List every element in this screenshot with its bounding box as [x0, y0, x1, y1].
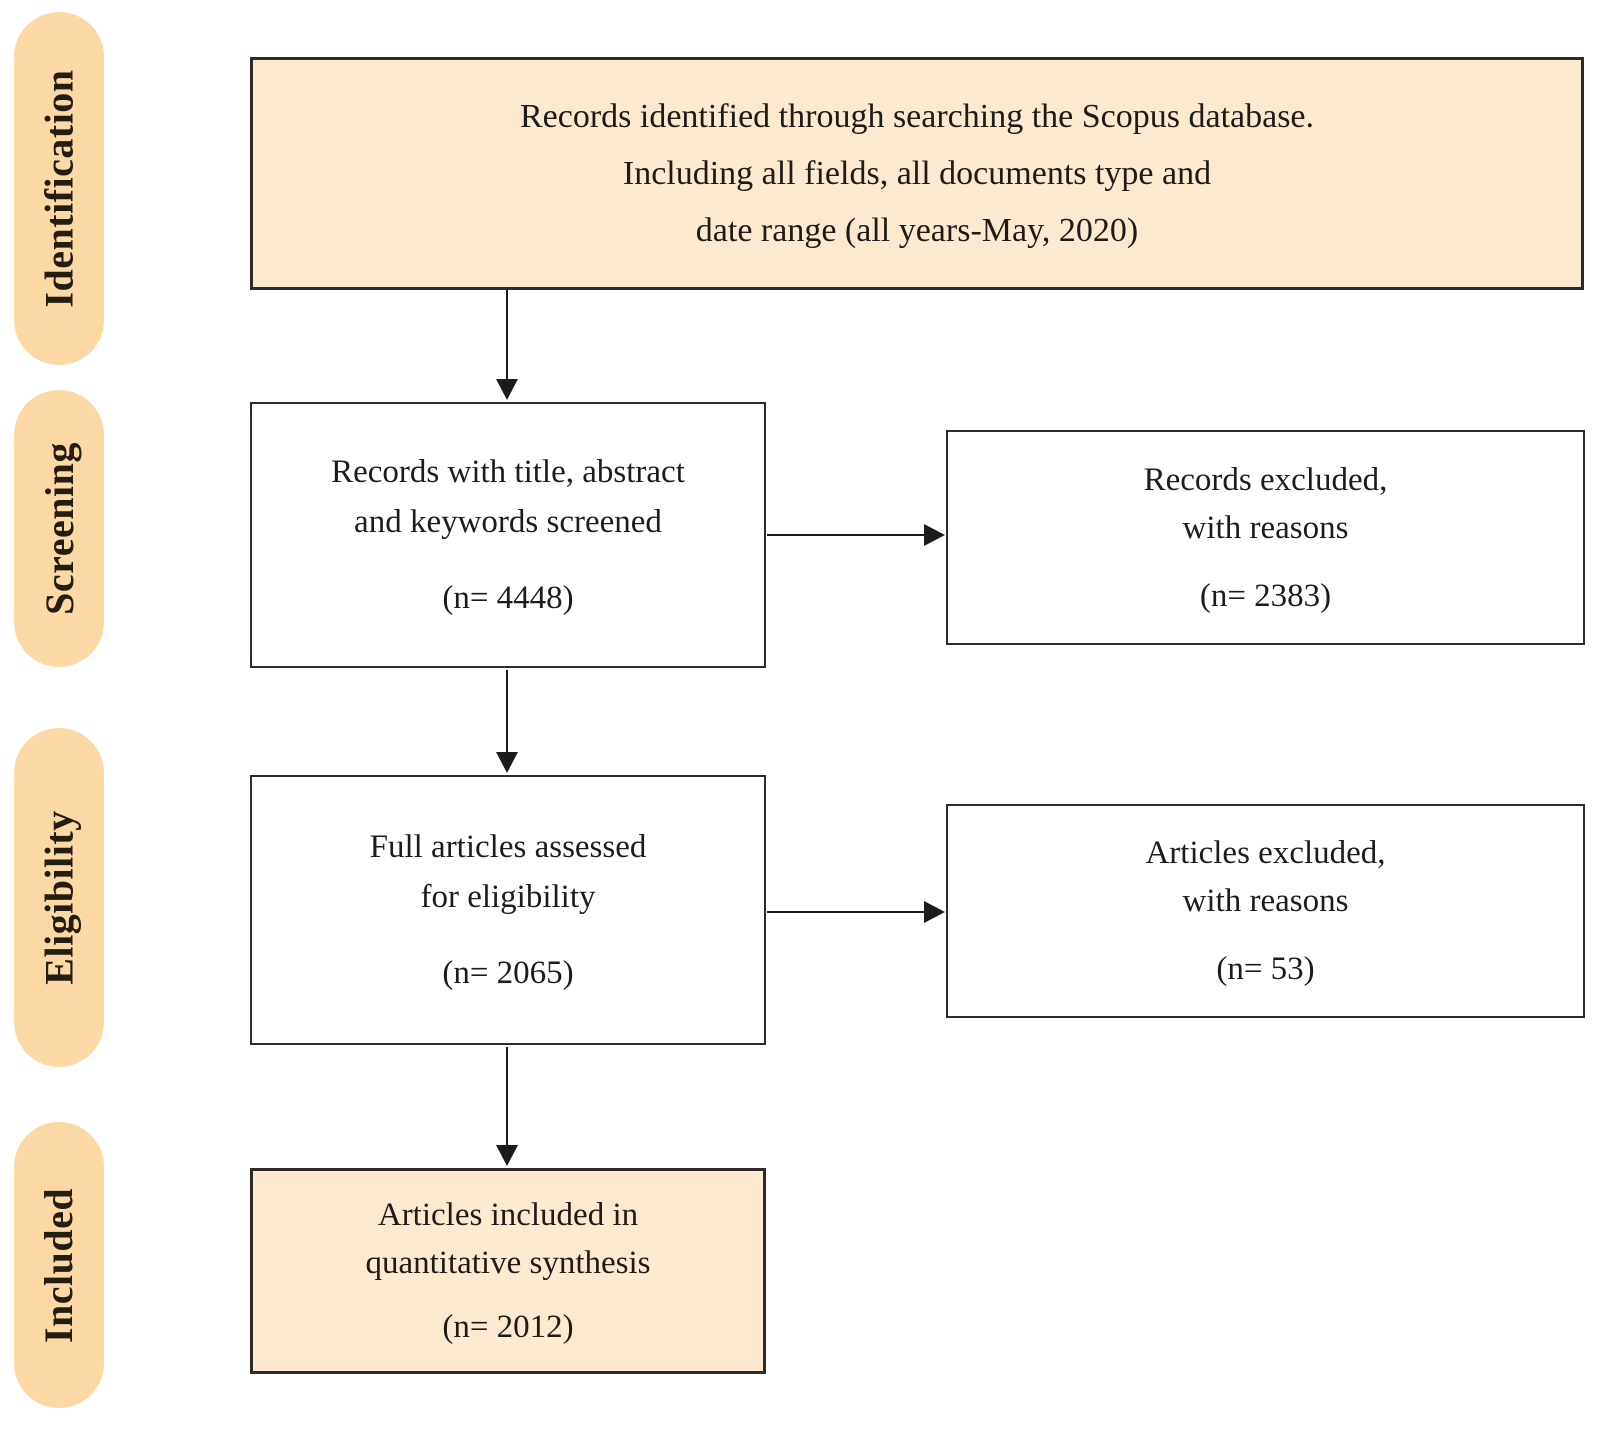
- records-excluded-line: with reasons: [1182, 509, 1349, 546]
- full-articles-assessed-box: Full articles assessed for eligibility (…: [250, 775, 766, 1045]
- stage-label-screening: Screening: [36, 442, 82, 615]
- assessed-to-included-arrow: [496, 1047, 518, 1166]
- stage-pill-identification: Identification: [14, 12, 104, 365]
- arrow-head-down-icon: [496, 1145, 518, 1166]
- arrow-shaft: [767, 534, 925, 536]
- arrow-head-down-icon: [496, 752, 518, 773]
- records-screened-count: (n= 4448): [442, 580, 574, 616]
- arrow-head-down-icon: [496, 379, 518, 400]
- articles-included-box: Articles included in quantitative synthe…: [250, 1168, 766, 1374]
- records-screened-line: Records with title, abstract: [331, 454, 685, 490]
- articles-excluded-line: with reasons: [1182, 883, 1349, 919]
- articles-excluded-line: Articles excluded,: [1145, 835, 1386, 871]
- records-excluded-count: (n= 2383): [1199, 577, 1332, 614]
- records-excluded-box: Records excluded, with reasons (n= 2383): [946, 430, 1585, 645]
- stage-pill-included: Included: [14, 1122, 104, 1408]
- arrow-shaft: [506, 670, 508, 753]
- full-articles-assessed-line: Full articles assessed: [369, 829, 647, 865]
- stage-label-identification: Identification: [36, 69, 82, 308]
- records-screened-line: and keywords screened: [354, 504, 662, 540]
- articles-excluded-count: (n= 53): [1216, 951, 1315, 987]
- arrow-shaft: [506, 1047, 508, 1146]
- assessed-to-excluded-arrow: [767, 901, 945, 923]
- arrow-head-right-icon: [924, 524, 945, 546]
- screened-to-excluded-arrow: [767, 524, 945, 546]
- identified-to-screened-arrow: [496, 290, 518, 400]
- articles-included-line: Articles included in: [377, 1197, 639, 1233]
- full-articles-assessed-line: for eligibility: [420, 879, 596, 915]
- screened-to-assessed-arrow: [496, 670, 518, 773]
- stage-pill-eligibility: Eligibility: [14, 728, 104, 1067]
- articles-included-count: (n= 2012): [442, 1309, 574, 1345]
- stage-pill-screening: Screening: [14, 390, 104, 667]
- articles-included-line: quantitative synthesis: [365, 1245, 651, 1281]
- articles-excluded-box: Articles excluded, with reasons (n= 53): [946, 804, 1585, 1018]
- records-identified-line: Including all fields, all documents type…: [622, 155, 1212, 192]
- stage-label-eligibility: Eligibility: [36, 810, 82, 985]
- records-screened-box: Records with title, abstract and keyword…: [250, 402, 766, 668]
- stage-label-included: Included: [36, 1187, 82, 1343]
- records-excluded-line: Records excluded,: [1143, 461, 1388, 498]
- arrow-shaft: [506, 290, 508, 380]
- records-identified-line: Records identified through searching the…: [519, 98, 1315, 135]
- records-identified-line: date range (all years-May, 2020): [695, 212, 1139, 249]
- arrow-head-right-icon: [924, 901, 945, 923]
- full-articles-assessed-count: (n= 2065): [442, 955, 574, 991]
- arrow-shaft: [767, 911, 925, 913]
- records-identified-box: Records identified through searching the…: [250, 57, 1584, 290]
